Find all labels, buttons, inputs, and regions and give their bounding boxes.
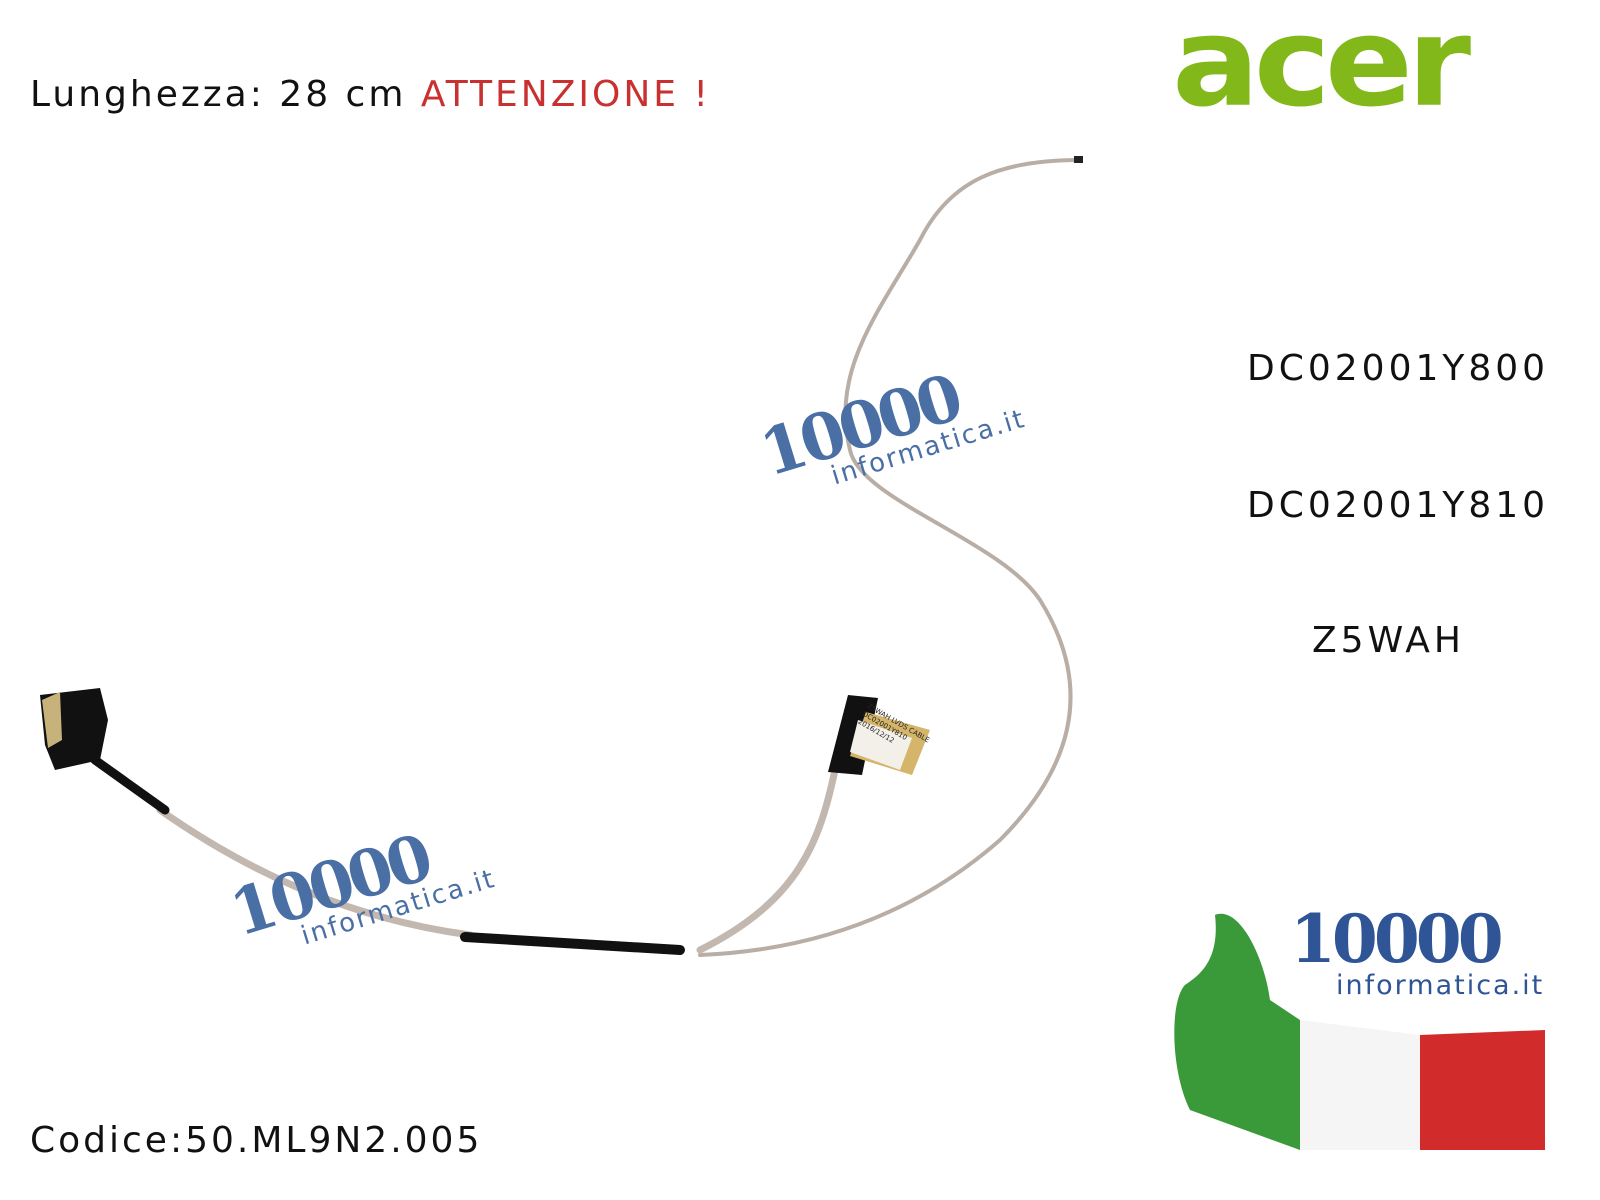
part-number-3: Z5WAH [1312,620,1465,661]
cable-long-wire [698,158,1082,957]
product-code: Codice:50.ML9N2.005 [30,1120,483,1161]
length-info: Lunghezza: 28 cm ATTENZIONE ! [30,74,711,115]
length-label: Lunghezza: 28 cm [30,74,407,115]
connector-left [40,688,108,770]
badge-domain: informatica.it [1336,970,1545,1001]
cable-sleeve-left [90,755,170,815]
acer-logo: acer [1172,0,1471,135]
badge-number: 10000 [1290,900,1504,978]
part-number-2: DC02001Y810 [1247,485,1550,526]
thumb-flag-icon [1174,913,1545,1150]
cable-branch [696,766,839,954]
part-number-1: DC02001Y800 [1247,348,1550,389]
connector-right [828,695,930,775]
warning-text: ATTENZIONE ! [420,74,711,115]
cable-main [156,806,474,939]
cable-sleeve [460,932,685,955]
connector-small [1074,156,1083,163]
store-badge: 10000 informatica.it [1290,900,1544,1001]
